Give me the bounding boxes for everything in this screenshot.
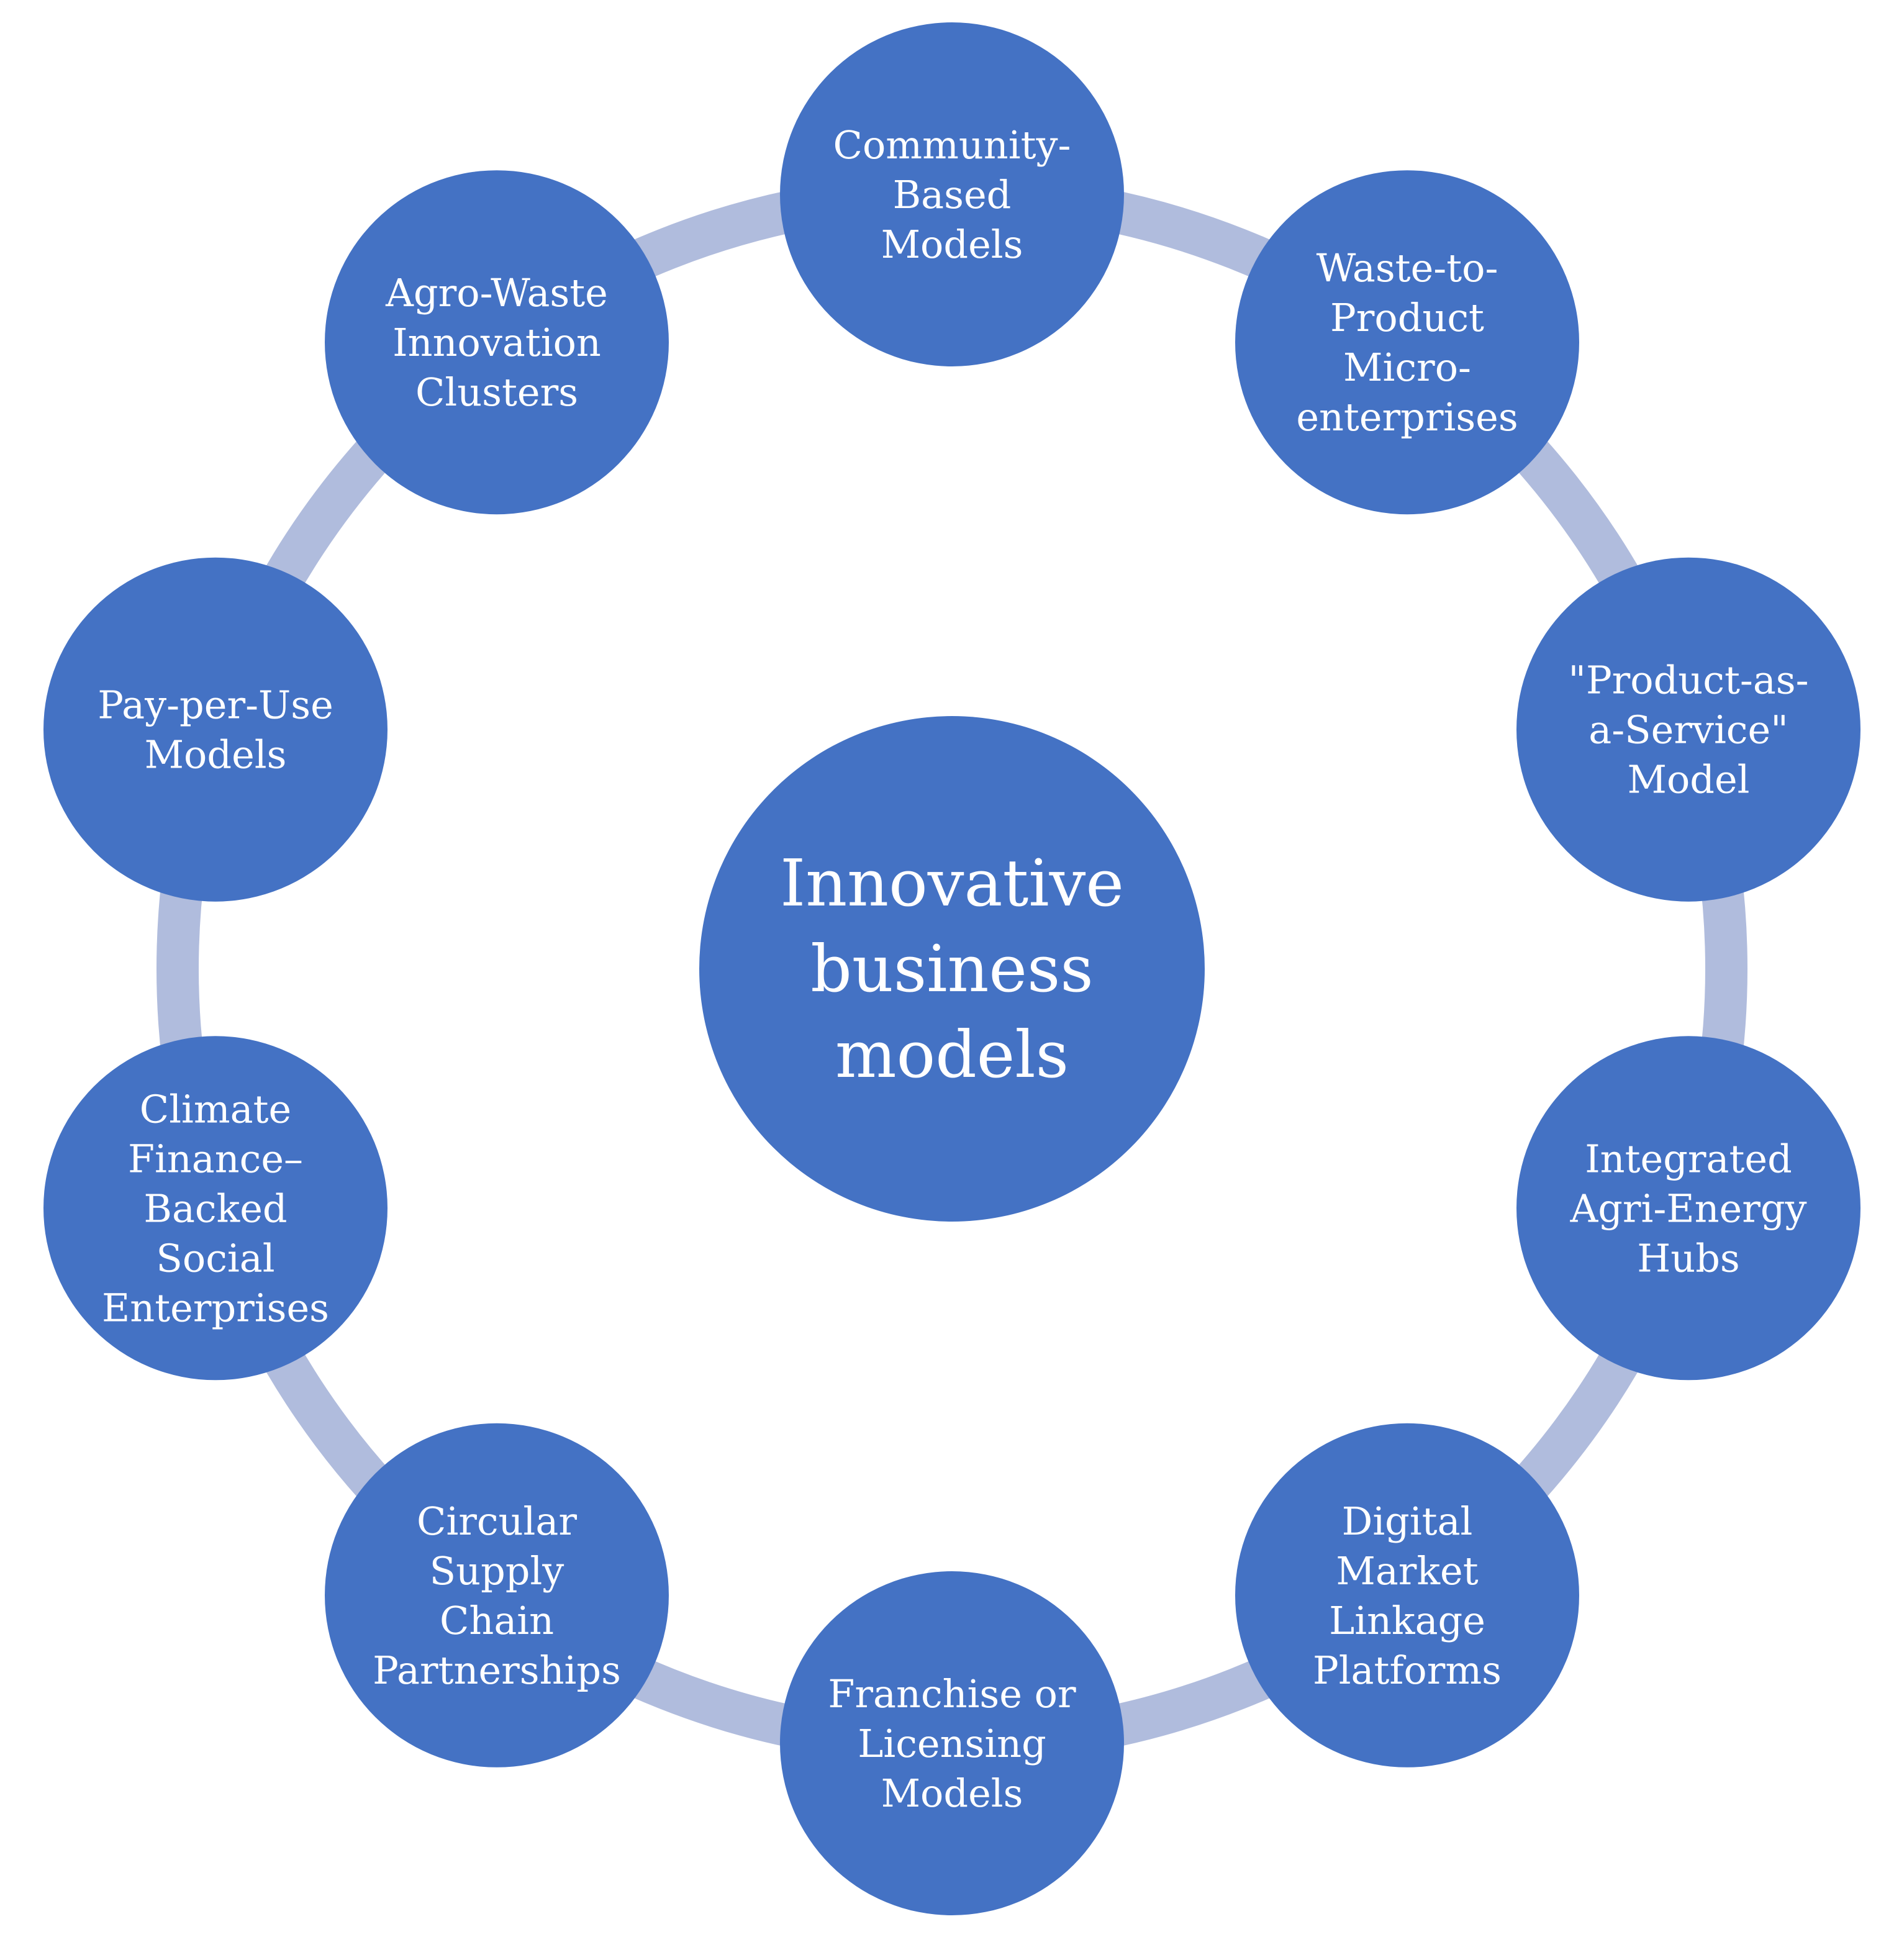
node-label-line: Agro-Waste bbox=[385, 270, 608, 315]
node-label-line: Based bbox=[893, 172, 1012, 217]
node-label-line: Agri-Energy bbox=[1569, 1186, 1806, 1231]
node-label-line: Micro- bbox=[1343, 345, 1471, 390]
node-label-line: Waste-to- bbox=[1317, 245, 1498, 291]
node-label-line: Integrated bbox=[1585, 1136, 1792, 1181]
node-label-line: Market bbox=[1336, 1548, 1478, 1594]
node-label-line: Community- bbox=[833, 122, 1071, 168]
node-label-line: Clusters bbox=[415, 370, 578, 415]
node-label-line: Digital bbox=[1342, 1499, 1473, 1544]
center-circle bbox=[699, 716, 1205, 1222]
node-label-line: Supply bbox=[430, 1548, 564, 1594]
node-circle bbox=[325, 1423, 669, 1767]
node-circle bbox=[1235, 1423, 1579, 1767]
center-label-line: Innovative bbox=[780, 845, 1124, 921]
node-label-line: Backed bbox=[143, 1186, 287, 1231]
center-label-line: models bbox=[835, 1017, 1069, 1092]
node-label-line: Licensing bbox=[858, 1721, 1046, 1766]
node-label-line: Hubs bbox=[1637, 1235, 1740, 1281]
node-circle bbox=[43, 557, 388, 902]
node-label-line: Linkage bbox=[1329, 1598, 1485, 1643]
node-label-line: Circular bbox=[417, 1499, 577, 1544]
node-circle bbox=[1516, 557, 1860, 902]
node-circle bbox=[43, 1036, 388, 1381]
node-label-line: enterprises bbox=[1296, 394, 1518, 440]
node-label-line: a-Service" bbox=[1589, 707, 1788, 753]
node-label-line: Models bbox=[145, 732, 287, 778]
node-label-line: Model bbox=[1627, 757, 1749, 802]
node-circle bbox=[780, 22, 1124, 366]
node-circle bbox=[780, 1571, 1124, 1915]
node-label-line: Partnerships bbox=[373, 1648, 621, 1693]
node-label-line: "Product-as- bbox=[1568, 658, 1808, 703]
node-label-line: Franchise or bbox=[828, 1671, 1076, 1717]
node-product-as-a-service-model: "Product-as-a-Service"Model bbox=[1516, 557, 1860, 902]
node-label-line: Finance– bbox=[128, 1136, 303, 1181]
center-label-line: business bbox=[810, 931, 1093, 1007]
node-label: "Product-as-a-Service"Model bbox=[1568, 658, 1808, 802]
node-circle bbox=[325, 170, 669, 515]
node-label-line: Product bbox=[1330, 295, 1484, 340]
node-circle bbox=[1516, 1036, 1860, 1381]
node-label-line: Social bbox=[156, 1235, 274, 1281]
node-label-line: Chain bbox=[440, 1598, 554, 1643]
node-label-line: Pay-per-Use bbox=[97, 683, 333, 728]
center-label: Innovative business models bbox=[780, 845, 1124, 1092]
center-node: Innovative business models bbox=[699, 716, 1205, 1222]
node-label-line: Innovation bbox=[392, 320, 601, 365]
node-label-line: Climate bbox=[140, 1086, 291, 1132]
node-label-line: Platforms bbox=[1313, 1648, 1502, 1693]
node-label-line: Models bbox=[881, 1771, 1023, 1816]
node-circle bbox=[1235, 170, 1579, 515]
node-label-line: Enterprises bbox=[102, 1285, 329, 1330]
node-label-line: Models bbox=[881, 222, 1023, 267]
